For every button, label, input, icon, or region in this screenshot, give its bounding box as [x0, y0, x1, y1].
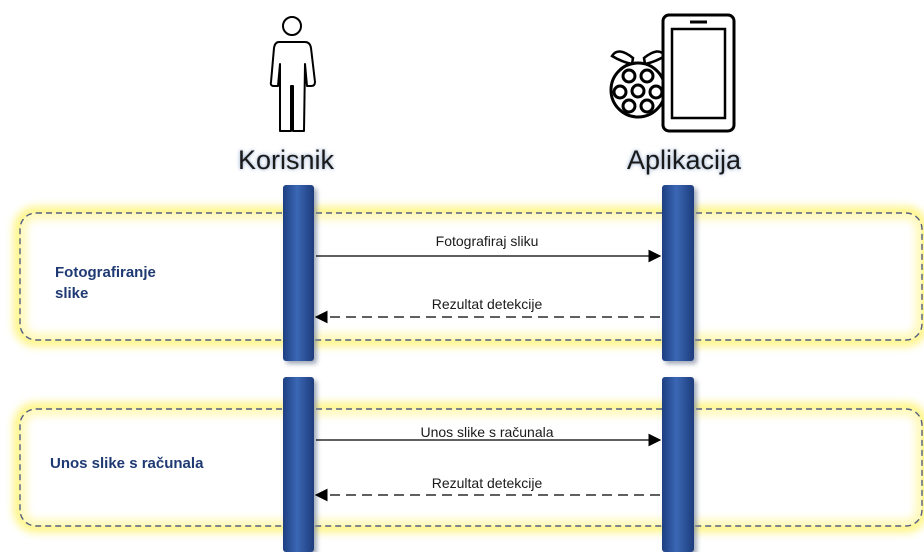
group-label-photo: Fotografiranje slike	[55, 264, 156, 302]
lifeline-bar-korisnik-2	[283, 377, 314, 552]
group-frame-upload	[13, 402, 924, 533]
lifeline-bar-aplikacija-1	[662, 185, 694, 361]
raspberry-pi-icon	[609, 50, 667, 119]
group-frame-photo	[13, 206, 924, 347]
actor-label-aplikacija: Aplikacija	[627, 145, 742, 175]
actor-label-korisnik: Korisnik	[238, 145, 335, 175]
message-label-photo-result: Rezultat detekcije	[431, 296, 543, 312]
message-label-photo-request: Fotografiraj sliku	[435, 233, 539, 249]
message-label-upload-result: Rezultat detekcije	[431, 475, 543, 491]
lifeline-bar-korisnik-1	[283, 185, 314, 361]
person-icon	[269, 16, 316, 132]
lifeline-bar-aplikacija-2	[662, 377, 694, 552]
phone-icon	[661, 13, 736, 133]
group-label-upload: Unos slike s računala	[50, 455, 204, 472]
message-label-upload-request: Unos slike s računala	[420, 424, 554, 440]
